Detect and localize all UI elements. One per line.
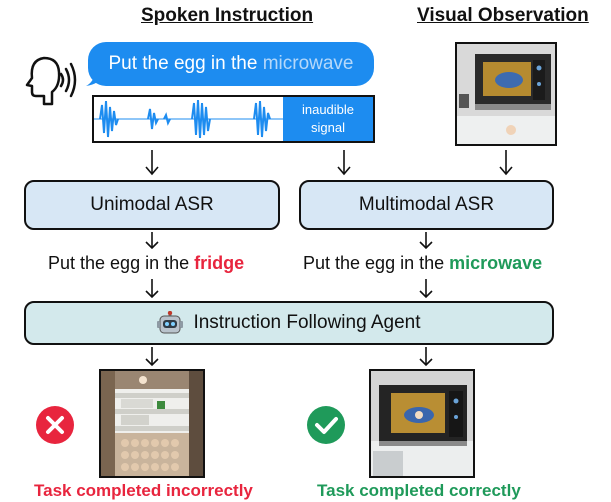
instruction-following-agent-box: Instruction Following Agent: [24, 301, 554, 345]
arrow-down-9: [419, 347, 433, 367]
signal-label: signal: [311, 120, 345, 135]
bubble-text: Put the egg in the: [108, 53, 258, 74]
audio-waveform: inaudible signal: [92, 95, 375, 143]
unimodal-transcript: Put the egg in the fridge: [48, 253, 244, 274]
unimodal-transcript-text: Put the egg in the: [48, 253, 190, 273]
spoken-instruction-header: Spoken Instruction: [141, 5, 314, 26]
waveform-graphic: [94, 99, 284, 139]
robot-icon: [157, 311, 184, 334]
multimodal-transcript-text: Put the egg in the: [303, 253, 445, 273]
speech-bubble-tail: [86, 70, 104, 86]
wrong-word: fridge: [194, 253, 245, 273]
correct-word: microwave: [449, 253, 543, 273]
arrow-down-2: [337, 150, 351, 176]
arrow-down-1: [145, 150, 159, 176]
unimodal-asr-box: Unimodal ASR: [24, 180, 280, 230]
arrow-down-6: [145, 279, 159, 299]
arrow-down-5: [419, 232, 433, 250]
microwave-result-photo: [369, 369, 475, 478]
fridge-scene: [101, 371, 203, 476]
cross-icon: [36, 406, 74, 444]
inaudible-label: inaudible: [301, 102, 355, 117]
arrow-down-7: [419, 279, 433, 299]
check-icon: [307, 406, 345, 444]
multimodal-transcript: Put the egg in the microwave: [303, 253, 542, 274]
multimodal-asr-box: Multimodal ASR: [299, 180, 554, 230]
speech-bubble: Put the egg in the microwave: [88, 42, 374, 86]
bubble-highlight-word: microwave: [262, 53, 354, 74]
speaking-head-icon: [25, 56, 77, 106]
arrow-down-4: [145, 232, 159, 250]
correct-result-label: Task completed correctly: [317, 481, 521, 500]
inaudible-signal-box: inaudible signal: [283, 97, 373, 141]
visual-observation-header: Visual Observation: [417, 5, 589, 26]
observation-microwave-photo: [455, 42, 557, 146]
microwave-result-scene: [371, 371, 473, 476]
arrow-down-3: [499, 150, 513, 176]
incorrect-result-label: Task completed incorrectly: [34, 481, 253, 500]
arrow-down-8: [145, 347, 159, 367]
microwave-scene: [457, 44, 555, 144]
agent-label: Instruction Following Agent: [193, 312, 421, 333]
fridge-result-photo: [99, 369, 205, 478]
